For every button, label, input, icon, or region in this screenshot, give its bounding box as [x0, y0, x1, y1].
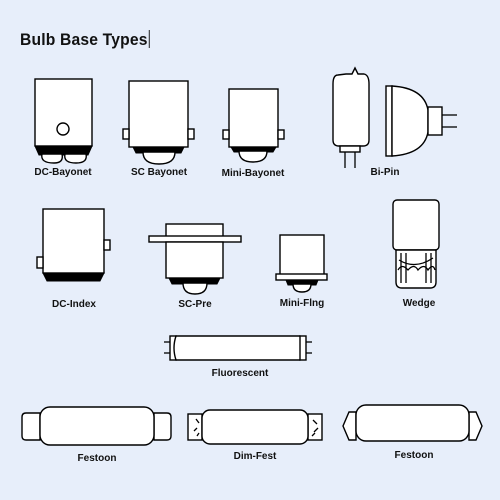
label-dc-bayonet: DC-Bayonet	[34, 167, 92, 178]
label-sc-bayonet: SC Bayonet	[131, 167, 188, 178]
festoon-bulb-1: Festoon	[21, 406, 172, 464]
label-fluorescent: Fluorescent	[212, 368, 269, 379]
label-dim-fest: Dim-Fest	[234, 451, 277, 462]
label-festoon-1: Festoon	[78, 453, 117, 464]
dc-index-bulb: DC-Index	[36, 208, 111, 310]
festoon-bulb-2: Festoon	[342, 404, 483, 461]
label-mini-flng: Mini-Flng	[280, 298, 324, 309]
bi-pin-bulb: Bi-Pin	[332, 66, 457, 178]
sc-pre-bulb: SC-Pre	[148, 223, 242, 310]
label-mini-bayonet: Mini-Bayonet	[222, 168, 285, 179]
label-dc-index: DC-Index	[52, 299, 96, 310]
dim-fest-bulb: Dim-Fest	[187, 409, 323, 462]
label-sc-pre: SC-Pre	[178, 299, 212, 310]
fluorescent-tube: Fluorescent	[164, 335, 312, 379]
label-festoon-2: Festoon	[395, 450, 434, 461]
dc-bayonet-bulb: DC-Bayonet	[34, 78, 93, 178]
page-title: Bulb Base Types	[20, 30, 150, 50]
mini-flange-bulb: Mini-Flng	[275, 234, 328, 309]
wedge-bulb: Wedge	[392, 199, 440, 309]
label-wedge: Wedge	[403, 298, 436, 309]
mini-bayonet-bulb: Mini-Bayonet	[222, 88, 285, 179]
title-text: Bulb Base Types	[20, 30, 148, 49]
label-bi-pin: Bi-Pin	[371, 167, 400, 178]
sc-bayonet-bulb: SC Bayonet	[122, 80, 195, 178]
text-cursor	[148, 30, 150, 48]
